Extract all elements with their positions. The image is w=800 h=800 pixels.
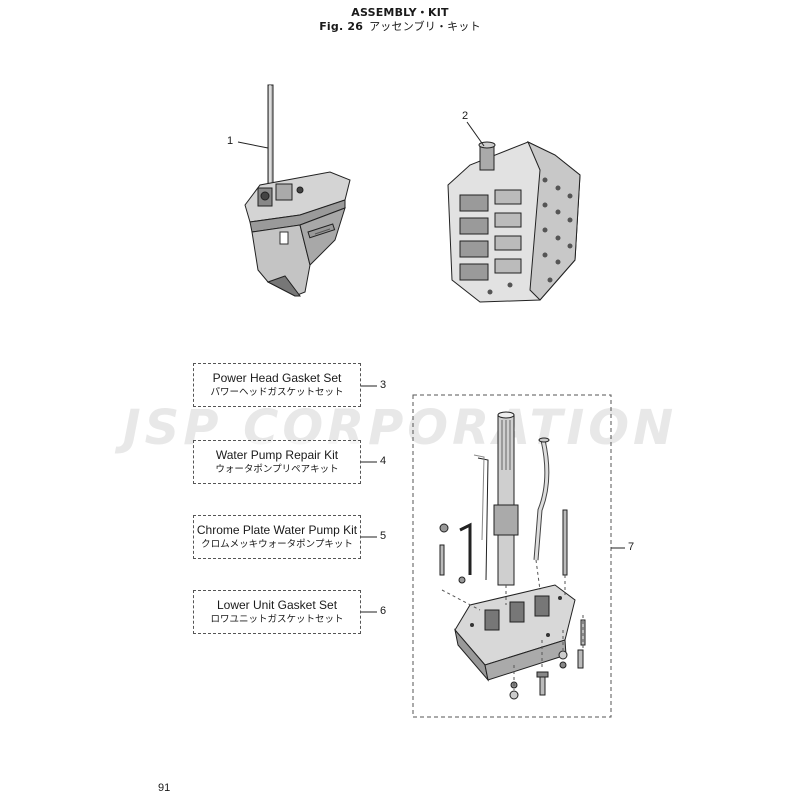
kit-name-jp: ウォータポンプリペアキット bbox=[215, 463, 339, 475]
callout-2: 2 bbox=[462, 110, 469, 122]
kit-power-head-gasket-set: Power Head Gasket Set パワーヘッドガスケットセット bbox=[193, 363, 361, 407]
kit-chrome-plate-water-pump-kit: Chrome Plate Water Pump Kit クロムメッキウォータポン… bbox=[193, 515, 361, 559]
callout-3: 3 bbox=[380, 379, 387, 391]
kit-name-en: Chrome Plate Water Pump Kit bbox=[196, 522, 358, 537]
figure-number: Fig. 26 bbox=[319, 20, 364, 33]
kit-name-en: Power Head Gasket Set bbox=[212, 370, 342, 385]
page-title: ASSEMBLY・KIT bbox=[351, 6, 449, 19]
kit-name-jp: ロワユニットガスケットセット bbox=[210, 613, 344, 625]
kit-name-jp: クロムメッキウォータポンプキット bbox=[201, 538, 353, 550]
kit-lower-unit-gasket-set: Lower Unit Gasket Set ロワユニットガスケットセット bbox=[193, 590, 361, 634]
callout-4: 4 bbox=[380, 455, 387, 467]
page-header: ASSEMBLY・KIT Fig. 26 アッセンブリ・キット bbox=[0, 6, 800, 34]
water-pump-parts-drawing bbox=[439, 411, 586, 700]
callout-6: 6 bbox=[380, 605, 387, 617]
figure-title-jp: アッセンブリ・キット bbox=[369, 20, 481, 33]
callout-7: 7 bbox=[628, 541, 635, 553]
water-pump-group-frame bbox=[412, 394, 612, 718]
lower-unit-drawing bbox=[244, 84, 351, 297]
figure-caption: Fig. 26 アッセンブリ・キット bbox=[0, 20, 800, 34]
callout-1: 1 bbox=[227, 135, 234, 147]
kit-name-en: Water Pump Repair Kit bbox=[215, 447, 339, 462]
kit-water-pump-repair-kit: Water Pump Repair Kit ウォータポンプリペアキット bbox=[193, 440, 361, 484]
power-head-drawing bbox=[447, 140, 581, 303]
callout-leader-2 bbox=[466, 121, 485, 147]
callout-leader-1 bbox=[237, 141, 269, 149]
callout-5: 5 bbox=[380, 530, 387, 542]
page-number: 91 bbox=[158, 782, 171, 794]
kit-name-jp: パワーヘッドガスケットセット bbox=[210, 386, 344, 398]
kit-name-en: Lower Unit Gasket Set bbox=[216, 597, 338, 612]
